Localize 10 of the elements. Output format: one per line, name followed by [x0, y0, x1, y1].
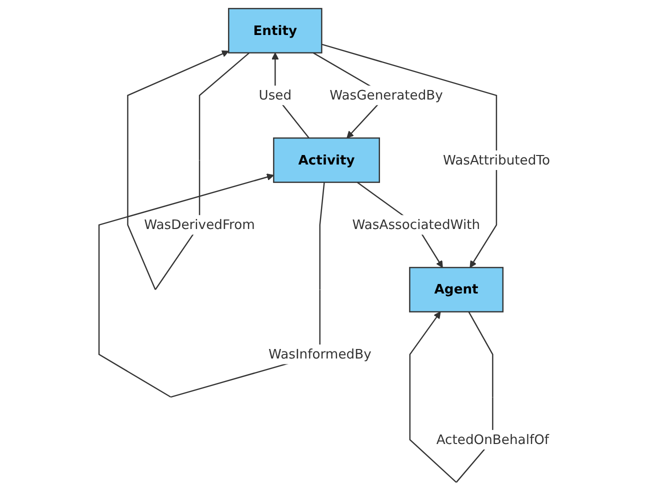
edge-label: WasAssociatedWith [352, 216, 480, 232]
edge-label: Used [258, 87, 292, 103]
edge-label: WasGeneratedBy [330, 87, 443, 103]
edge-label: WasAttributedTo [442, 152, 550, 168]
edge-label: WasInformedBy [268, 346, 372, 362]
node-box: Activity [273, 137, 380, 183]
edge-label: WasDerivedFrom [144, 216, 255, 232]
node-box: Agent [409, 266, 504, 312]
edge-label: ActedOnBehalfOf [436, 432, 550, 448]
node-box: Entity [228, 8, 322, 54]
